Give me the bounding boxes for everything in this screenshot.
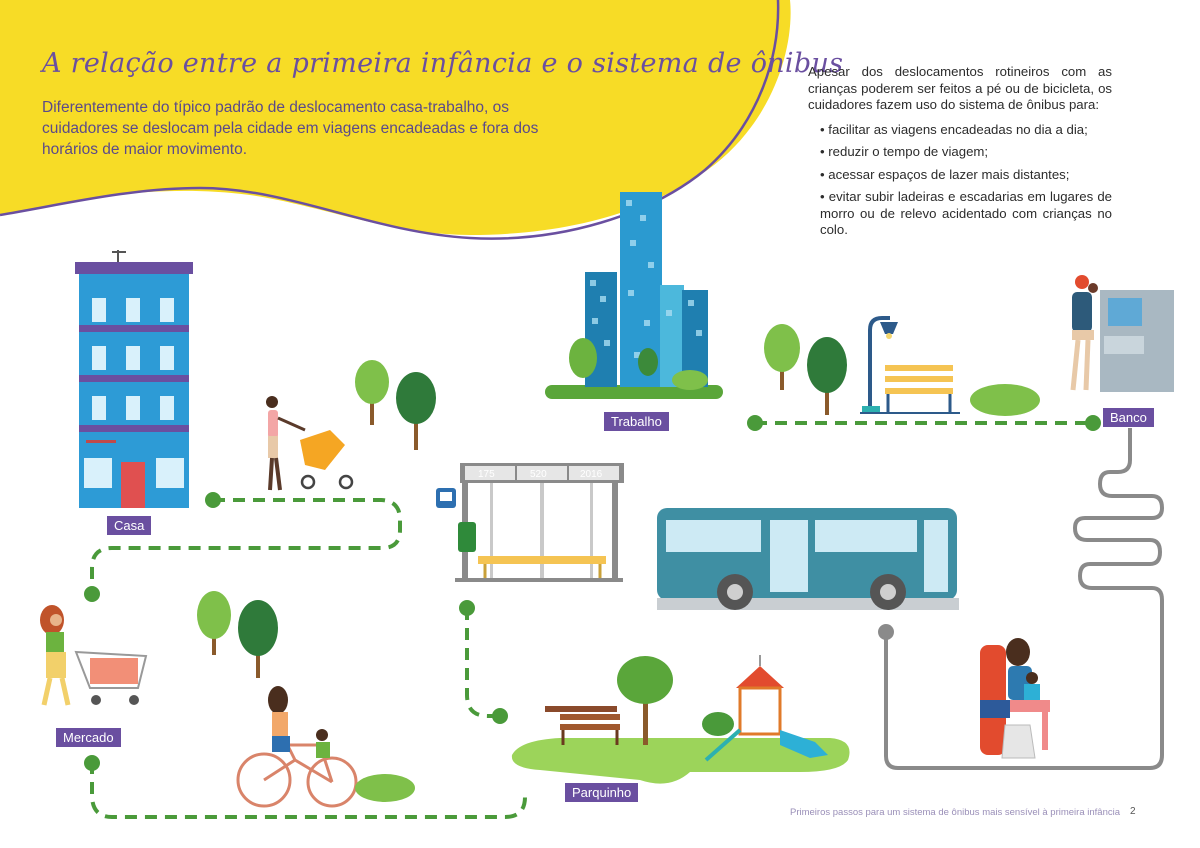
list-item: evitar subir ladeiras e escadarias em lu… <box>820 189 1112 239</box>
walking-path <box>90 421 1093 819</box>
path-dots <box>84 415 1101 771</box>
page-title: A relação entre a primeira infância e o … <box>42 48 844 79</box>
trees-park-top <box>764 324 847 415</box>
house-building <box>75 250 193 508</box>
woman-with-stroller <box>266 396 354 491</box>
lamp-and-bench <box>860 316 1040 416</box>
list-item: acessar espaços de lazer mais distantes; <box>820 167 1112 184</box>
trees-top <box>355 360 436 450</box>
intro-paragraph: Diferentemente do típico padrão de deslo… <box>42 99 539 158</box>
sidebar-list: facilitar as viagens encadeadas no dia a… <box>820 122 1112 239</box>
footer-text: Primeiros passos para um sistema de ônib… <box>790 807 1120 818</box>
list-item: reduzir o tempo de viagem; <box>820 144 1112 161</box>
page-number: 2 <box>1130 806 1136 817</box>
office-towers <box>545 192 723 399</box>
sidebar-lead: Apesar dos deslocamentos rotineiros com … <box>808 64 1112 112</box>
place-label-mercado: Mercado <box>56 728 121 747</box>
yellow-blob <box>0 0 791 235</box>
purple-curve <box>0 0 780 240</box>
place-label-banco: Banco <box>1103 408 1154 427</box>
place-label-trabalho: Trabalho <box>604 412 669 431</box>
place-label-parquinho: Parquinho <box>565 783 639 802</box>
playground <box>511 655 850 784</box>
woman-on-bicycle <box>236 686 415 808</box>
woman-with-cart <box>40 605 148 706</box>
bus-stop-shelter <box>436 463 624 582</box>
trees-bottom <box>197 591 278 678</box>
sidebar-text: Apesar dos deslocamentos rotineiros com … <box>808 64 1112 245</box>
woman-on-bus-seat <box>980 638 1050 759</box>
place-label-casa: Casa <box>107 516 152 535</box>
bus <box>657 508 959 610</box>
atm-scene <box>1070 275 1174 392</box>
list-item: facilitar as viagens encadeadas no dia a… <box>820 122 1112 139</box>
bus-route-line <box>884 428 1165 770</box>
